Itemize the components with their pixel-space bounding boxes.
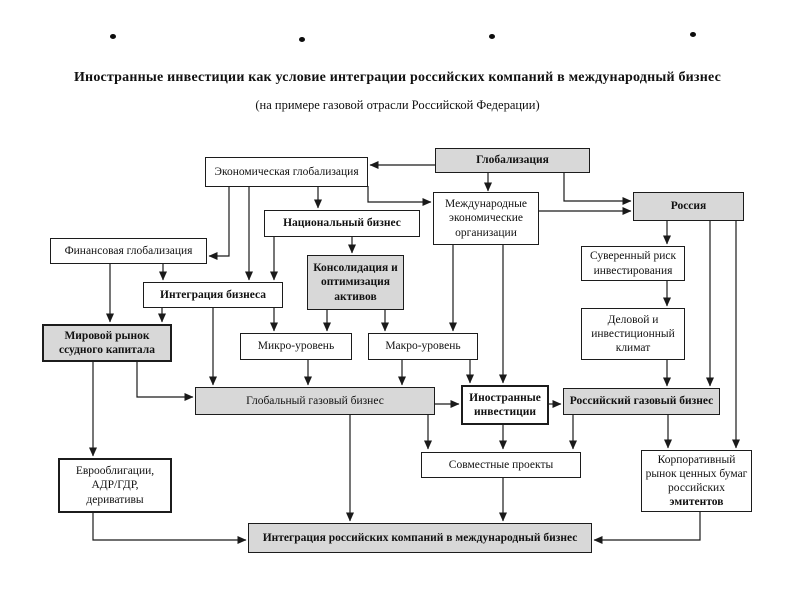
node-international-economic-organizations: Международные экономические организации	[433, 192, 539, 245]
node-label: Совместные проекты	[448, 458, 554, 471]
node-russia: Россия	[633, 192, 744, 221]
node-label: Глобальный газовый бизнес	[246, 394, 384, 407]
scan-artifact-dot	[110, 34, 116, 39]
node-eurobonds-adr-gdr-derivatives: Еврооблигации, АДР/ГДР, деривативы	[58, 458, 172, 513]
node-financial-globalization: Финансовая глобализация	[50, 238, 207, 264]
node-label: Финансовая глобализация	[64, 244, 193, 257]
node-business-investment-climate: Деловой и инвестиционный климат	[581, 308, 685, 360]
connector-arrow	[563, 172, 632, 205]
node-business-integration: Интеграция бизнеса	[143, 282, 283, 308]
node-label: Макро-уровень	[385, 340, 461, 353]
node-label: Интеграция бизнеса	[160, 288, 266, 301]
node-label: Микро-уровень	[257, 340, 335, 353]
page-title: Иностранные инвестиции как условие интег…	[73, 70, 722, 85]
node-label: Суверенный риск инвестирования	[589, 250, 677, 277]
scan-artifact-dot	[299, 37, 305, 42]
node-sovereign-investment-risk: Суверенный риск инвестирования	[581, 246, 685, 281]
node-russian-gas-business: Российский газовый бизнес	[563, 388, 720, 415]
node-corporate-securities-market: Корпоративный рынок ценных бумаг российс…	[641, 450, 752, 512]
node-foreign-investments: Иностранные инвестиции	[461, 385, 549, 425]
node-label: Россия	[670, 200, 707, 213]
node-micro-level: Микро-уровень	[240, 333, 352, 360]
node-label: Международные экономические организации	[445, 198, 527, 239]
scan-artifact-dot	[690, 32, 696, 37]
node-label: Еврооблигации, АДР/ГДР, деривативы	[75, 465, 155, 506]
node-label: Консолидация и оптимизация активов	[313, 262, 398, 303]
node-consolidation-optimization-assets: Консолидация и оптимизация активов	[307, 255, 404, 310]
node-label-emphasis: эмитентов	[669, 496, 724, 509]
connector-arrow	[92, 513, 247, 544]
node-label: Корпоративный рынок ценных бумаг российс…	[645, 453, 748, 494]
node-label: Экономическая глобализация	[214, 165, 359, 178]
node-macro-level: Макро-уровень	[368, 333, 478, 360]
page-subtitle: (на примере газовой отрасли Российской Ф…	[255, 98, 540, 112]
scan-artifact-dot	[489, 34, 495, 39]
connector-arrow	[367, 186, 432, 206]
node-national-business: Национальный бизнес	[264, 210, 420, 237]
node-label: Национальный бизнес	[283, 217, 401, 230]
node-globalization: Глобализация	[435, 148, 590, 173]
node-label: Интеграция российских компаний в междуна…	[262, 531, 578, 544]
node-world-loan-capital-market: Мировой рынок ссудного капитала	[42, 324, 172, 362]
node-label: Иностранные инвестиции	[469, 391, 541, 418]
node-integration-result: Интеграция российских компаний в междуна…	[248, 523, 592, 553]
node-label: Глобализация	[476, 154, 549, 167]
connector-arrow	[593, 512, 701, 544]
connector-arrow	[208, 187, 230, 260]
node-joint-projects: Совместные проекты	[421, 452, 581, 478]
node-global-gas-business: Глобальный газовый бизнес	[195, 387, 435, 415]
connector-arrow	[136, 362, 194, 401]
node-economic-globalization: Экономическая глобализация	[205, 157, 368, 187]
node-label: Деловой и инвестиционный климат	[591, 313, 675, 354]
node-label: Мировой рынок ссудного капитала	[59, 329, 155, 356]
node-label: Российский газовый бизнес	[569, 395, 714, 408]
